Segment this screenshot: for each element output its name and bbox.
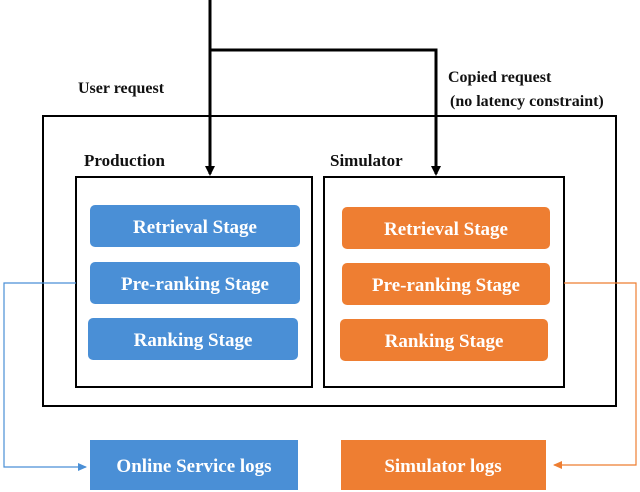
copied-request-line bbox=[210, 48, 441, 176]
no-latency-label: (no latency constraint) bbox=[450, 93, 604, 110]
simulator-label: Simulator bbox=[330, 151, 403, 170]
simulator-preranking-label: Pre-ranking Stage bbox=[372, 275, 520, 296]
production-label: Production bbox=[84, 151, 165, 170]
production-box bbox=[75, 176, 313, 388]
production-ranking-stage bbox=[88, 318, 298, 360]
production-retrieval-label: Retrieval Stage bbox=[133, 217, 257, 238]
online-service-logs-box bbox=[90, 440, 298, 490]
production-ranking-label: Ranking Stage bbox=[134, 330, 253, 351]
simulator-logs-label: Simulator logs bbox=[384, 456, 501, 477]
outer-system-box bbox=[42, 115, 617, 407]
online-service-logs-label: Online Service logs bbox=[116, 456, 271, 477]
simulator-logs-box bbox=[341, 440, 546, 490]
production-log-arrow bbox=[3, 282, 87, 471]
simulator-log-arrow bbox=[553, 282, 637, 469]
production-preranking-label: Pre-ranking Stage bbox=[121, 274, 269, 295]
copied-request-label: Copied request bbox=[448, 69, 552, 86]
simulator-ranking-label: Ranking Stage bbox=[385, 331, 504, 352]
user-request-label: User request bbox=[78, 80, 165, 97]
production-retrieval-stage bbox=[90, 205, 300, 247]
simulator-box bbox=[323, 176, 565, 388]
simulator-retrieval-stage bbox=[342, 207, 550, 249]
simulator-preranking-stage bbox=[342, 263, 550, 305]
simulator-ranking-stage bbox=[340, 319, 548, 361]
production-preranking-stage bbox=[90, 262, 300, 304]
simulator-retrieval-label: Retrieval Stage bbox=[384, 219, 508, 240]
